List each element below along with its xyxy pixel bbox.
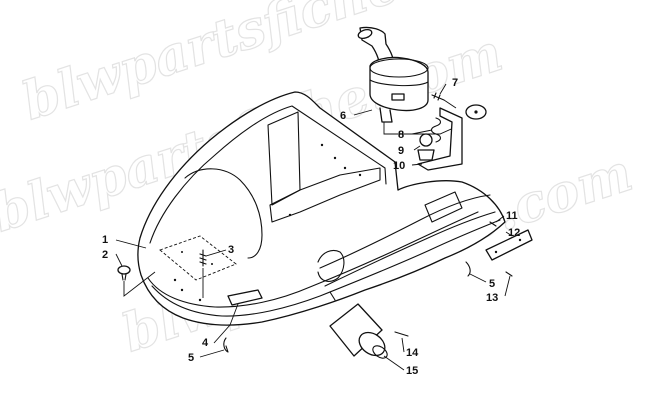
leader-10 xyxy=(411,163,423,166)
callout-2: 2 xyxy=(102,249,108,261)
leader-15 xyxy=(383,355,405,371)
vertical-fastener-thread xyxy=(199,253,207,265)
rivet xyxy=(343,166,347,170)
belly-pan-outer xyxy=(137,91,506,326)
plate-hole xyxy=(181,251,183,253)
boot-body xyxy=(358,331,386,357)
boot-flange xyxy=(329,303,383,357)
leader-5-right xyxy=(469,273,487,283)
rivet-plug-head xyxy=(117,265,131,275)
callout-5-right: 5 xyxy=(489,278,495,290)
rivet xyxy=(173,278,177,282)
rear-screw-13 xyxy=(505,271,513,277)
leader-14 xyxy=(401,337,405,353)
leader-8 xyxy=(411,129,433,135)
leader-12 xyxy=(505,231,513,237)
tunnel-opening xyxy=(317,249,345,282)
silencer-inlet xyxy=(379,107,393,123)
pin-lower-body xyxy=(223,337,229,353)
silencer-top xyxy=(369,58,429,78)
floor-plate xyxy=(159,235,237,281)
rear-plate-body xyxy=(485,229,533,261)
belly-pan-floor-edge xyxy=(147,211,479,308)
belly-pan-inner-rim xyxy=(149,105,387,244)
belly-pan xyxy=(137,91,506,326)
leader-2 xyxy=(115,253,123,267)
leader-13 xyxy=(504,275,511,297)
inner-shelf xyxy=(269,167,381,223)
callout-12: 12 xyxy=(508,227,520,239)
leader-7 xyxy=(439,83,447,95)
boot-opening xyxy=(372,345,388,359)
leader-5-lower xyxy=(199,349,225,358)
screw-body xyxy=(431,94,445,101)
rivet-plug-stem xyxy=(121,273,127,281)
screw xyxy=(431,92,457,109)
silencer-band xyxy=(369,79,429,87)
leader-9 xyxy=(413,145,421,151)
callout-5-lower: 5 xyxy=(188,352,194,364)
side-rail-lower xyxy=(324,211,496,287)
floor-plate-outline xyxy=(159,235,237,281)
callout-4: 4 xyxy=(202,337,209,349)
silencer xyxy=(357,26,459,135)
rivet xyxy=(180,288,184,292)
leader-4 xyxy=(213,303,239,344)
flap xyxy=(227,289,263,306)
spring-coil xyxy=(430,117,442,143)
vertical-fastener xyxy=(199,249,207,298)
pin-lower xyxy=(223,337,229,353)
callout-6: 6 xyxy=(340,110,346,122)
rear-plate xyxy=(465,221,533,277)
silencer-label xyxy=(391,93,405,101)
rivet xyxy=(198,298,202,302)
belly-pan-lower-lip xyxy=(151,219,501,317)
callout-1: 1 xyxy=(102,234,108,246)
callout-9: 9 xyxy=(398,145,404,157)
callout-3: 3 xyxy=(228,244,234,256)
damper xyxy=(417,133,435,161)
spring xyxy=(430,117,442,143)
rivet-plug xyxy=(117,265,156,297)
flap-body xyxy=(227,289,263,306)
rivet xyxy=(288,213,292,217)
rivet-plug-guide xyxy=(123,271,156,297)
callout-15: 15 xyxy=(406,365,418,377)
leader-1 xyxy=(115,239,147,249)
leader-11 xyxy=(495,215,505,223)
callout-10: 10 xyxy=(393,160,405,172)
rear-plate-hole xyxy=(494,250,498,254)
rivet xyxy=(320,143,324,147)
callout-7: 7 xyxy=(452,77,458,89)
damper-ball xyxy=(419,133,433,147)
boot-fastener-14 xyxy=(394,331,409,337)
screw-thread xyxy=(433,92,441,101)
screw-guide xyxy=(443,99,457,109)
callout-13: 13 xyxy=(486,292,498,304)
leader-6 xyxy=(353,109,373,116)
silencer-outlet-tip xyxy=(357,28,373,40)
leader-3 xyxy=(205,249,227,257)
leader-lines xyxy=(115,83,513,371)
silencer-body xyxy=(369,56,429,112)
plate-hole xyxy=(211,263,213,265)
callout-14: 14 xyxy=(406,347,419,359)
damper-cup xyxy=(417,149,435,161)
rear-screw-11 xyxy=(489,221,497,227)
wheel-well xyxy=(184,168,263,259)
rivet xyxy=(333,156,337,160)
callouts: 1 2 3 4 5 5 6 7 8 9 10 11 12 13 14 15 xyxy=(102,77,520,377)
rear-pin-5 xyxy=(465,261,471,277)
grommet-hole xyxy=(474,110,478,114)
callout-11: 11 xyxy=(506,210,518,222)
rear-tab-opening xyxy=(424,191,463,223)
boot xyxy=(329,303,409,359)
rivet xyxy=(358,173,362,177)
side-rail xyxy=(319,194,491,269)
rear-plate-hole xyxy=(518,238,522,242)
tunnel-edge xyxy=(329,291,336,301)
callout-8: 8 xyxy=(398,129,404,141)
